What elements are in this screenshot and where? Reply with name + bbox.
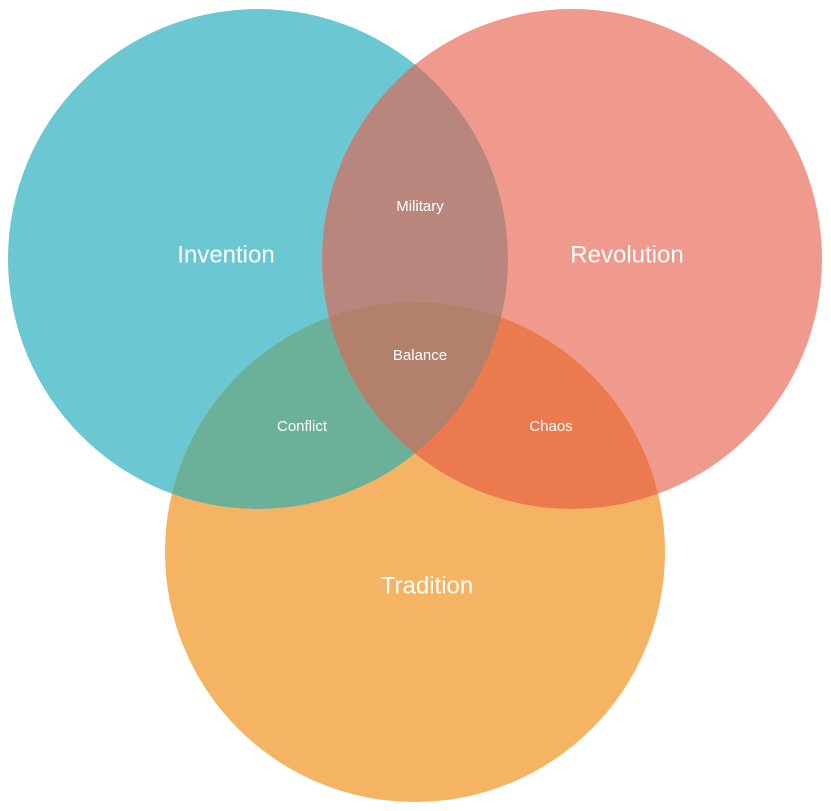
set-label-invention: Invention: [177, 241, 274, 268]
set-label-tradition: Tradition: [381, 572, 473, 599]
intersection-labels: Military Conflict Chaos Balance: [277, 198, 573, 435]
set-labels: Invention Revolution Tradition: [177, 241, 683, 599]
triple-intersection: [8, 9, 508, 509]
intersection-label-chaos: Chaos: [529, 418, 572, 435]
intersection-label-military: Military: [396, 198, 444, 215]
intersection-label-conflict: Conflict: [277, 418, 328, 435]
region-shape-invention-revolution-tradition[interactable]: [8, 9, 508, 509]
set-label-revolution: Revolution: [570, 241, 683, 268]
intersection-label-balance: Balance: [393, 347, 447, 364]
